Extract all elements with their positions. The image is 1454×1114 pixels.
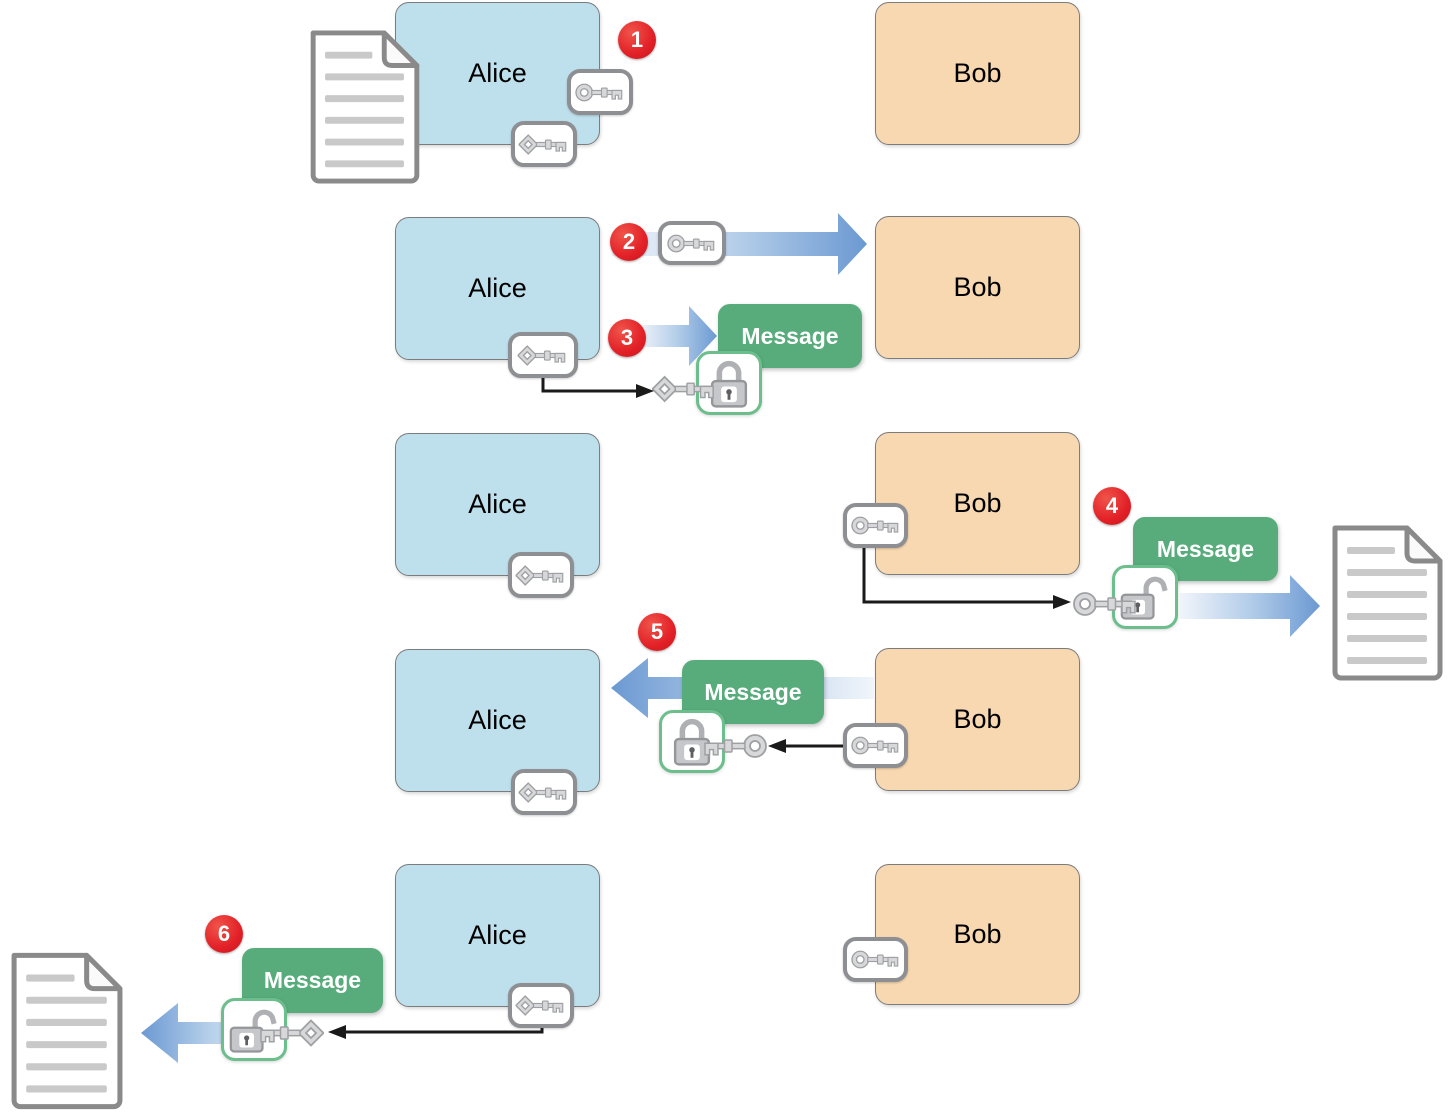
- step-3-number: 3: [620, 325, 634, 350]
- bob-label: Bob: [953, 272, 1002, 302]
- bob-label: Bob: [953, 919, 1002, 949]
- alice-label: Alice: [468, 489, 527, 519]
- alice-label: Alice: [468, 920, 527, 950]
- bob-public-key-use-arrow: [857, 546, 1079, 610]
- sent-public-key-icon: [658, 221, 726, 265]
- bob-held-public-key-icon: [843, 937, 908, 982]
- decrypt-output-arrow: [1180, 574, 1321, 638]
- bob-box-step4: Bob: [875, 432, 1080, 575]
- padlock-unlocked-box-step4: [1112, 565, 1178, 629]
- step-3-badge: 3: [608, 319, 646, 357]
- send-public-key-arrow: [612, 212, 868, 276]
- decrypted-message-box-step6: Message: [242, 948, 383, 1013]
- message-label: Message: [263, 967, 362, 993]
- step-4-badge: 4: [1093, 487, 1131, 525]
- message-label: Message: [1156, 535, 1255, 562]
- private-key-unlocks-message-icon: [256, 1015, 324, 1051]
- bob-label: Bob: [953, 488, 1002, 518]
- alice-public-key-icon: [567, 69, 633, 115]
- alice-label: Alice: [468, 705, 527, 735]
- alice-box-step5: Alice: [395, 649, 600, 792]
- alice-label: Alice: [468, 58, 527, 88]
- step-6-badge: 6: [205, 915, 243, 953]
- bob-box-step1: Bob: [875, 2, 1080, 145]
- alice-private-key-icon: [511, 121, 577, 167]
- bob-box-step2: Bob: [875, 216, 1080, 359]
- step-1-badge: 1: [618, 21, 656, 59]
- alice-private-key-use-arrow: [535, 372, 660, 400]
- step-6-number: 6: [217, 921, 231, 946]
- step-4-number: 4: [1105, 493, 1119, 518]
- padlock-locked-box-step5: [659, 710, 725, 773]
- alice-private-key-icon: [508, 983, 574, 1028]
- private-key-locks-message-icon: [652, 371, 718, 407]
- padlock-locked-box-step3: [696, 351, 762, 415]
- alice-private-key-icon: [511, 769, 577, 815]
- recovered-document-icon: [4, 950, 129, 1112]
- bob-label: Bob: [953, 58, 1002, 88]
- public-key-unlocks-message-icon: [1072, 586, 1140, 622]
- step-5-number: 5: [650, 619, 664, 644]
- plaintext-document-icon: [299, 28, 430, 186]
- alice-private-key-icon: [508, 552, 574, 598]
- alice-private-key-icon: [508, 332, 578, 378]
- bob-held-public-key-icon: [843, 503, 908, 548]
- bob-public-key-use-arrow: [764, 738, 848, 754]
- public-key-locks-message-icon: [700, 728, 768, 764]
- message-label: Message: [704, 678, 802, 705]
- step-5-badge: 5: [638, 613, 676, 651]
- bob-box-step6: Bob: [875, 864, 1080, 1005]
- alice-box-step1: Alice: [395, 2, 600, 145]
- encrypt-flow-arrow: [638, 304, 718, 368]
- encrypted-message-box-step5: Message: [682, 660, 824, 724]
- bob-box-step5: Bob: [875, 648, 1080, 791]
- bob-label: Bob: [953, 704, 1002, 734]
- bob-held-public-key-icon: [843, 723, 908, 768]
- recovered-document-icon: [1325, 522, 1449, 684]
- step-2-number: 2: [622, 229, 636, 254]
- decrypt-output-arrow-left: [140, 1001, 272, 1065]
- step-2-badge: 2: [610, 223, 648, 261]
- step-1-number: 1: [630, 27, 644, 52]
- message-label: Message: [741, 322, 839, 349]
- alice-label: Alice: [468, 273, 527, 303]
